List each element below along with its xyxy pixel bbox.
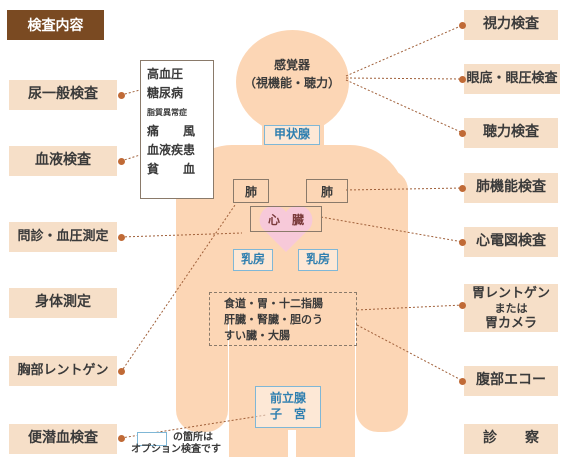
blood-item: 糖尿病 [147, 86, 184, 100]
dot-fundus [459, 76, 466, 83]
dot-abdominal-echo [459, 378, 466, 385]
body-right-arm [356, 170, 408, 432]
optional-legend-text: の箇所は オプション検査です [131, 432, 221, 456]
pill-fundus: 眼底・眼圧検査 [464, 64, 560, 94]
body-head [236, 30, 349, 134]
senses-label: 感覚器 （視機能・聴力） [238, 50, 346, 104]
legend-line-1: の箇所は [173, 432, 213, 443]
blood-item: 高血圧 [147, 67, 184, 81]
line-chest-xray [120, 204, 236, 373]
blood-item: 血液疾患 [147, 143, 196, 157]
pill-urine-test: 尿一般検査 [9, 80, 117, 110]
digest-line-1: 食道・胃・十二指腸 [224, 297, 323, 310]
body-left-arm [176, 170, 228, 432]
pill-hearing: 聴力検査 [464, 118, 558, 148]
line-fundus [345, 77, 464, 80]
senses-title: 感覚器 [273, 58, 310, 72]
line-stomach [356, 304, 464, 311]
dot-blood [118, 158, 125, 165]
senses-sub: （視機能・聴力） [243, 76, 340, 90]
thyroid-label: 甲状腺 [264, 125, 320, 145]
digestive-organs-label: 食道・胃・十二指腸 肝臓・腎臓・胆のう すい臓・大腸 [209, 292, 357, 346]
line-blood [120, 154, 141, 162]
stomach-line-2: または [494, 301, 528, 315]
pill-vision: 視力検査 [464, 10, 558, 40]
legend-line-2: オプション検査です [131, 444, 221, 455]
line-interview [120, 232, 243, 238]
pill-ecg: 心電図検査 [464, 227, 558, 257]
breast-left-label: 乳房 [233, 249, 273, 271]
dot-ecg [459, 239, 466, 246]
dot-chest-xray [118, 368, 125, 375]
blood-item: 痛 風 [147, 124, 196, 138]
pill-consultation: 診 察 [464, 424, 558, 454]
lung-left-label: 肺 [233, 179, 269, 203]
blood-items-list: 高血圧 糖尿病 脂質異常症 痛 風 血液疾患 貧 血 [140, 60, 214, 199]
pill-blood-test: 血液検査 [9, 146, 117, 176]
pill-abdominal-echo: 腹部エコー [464, 366, 558, 396]
section-title: 検査内容 [7, 10, 104, 40]
dot-lung-function [459, 185, 466, 192]
blood-item: 貧 血 [147, 162, 196, 176]
pill-lung-function: 肺機能検査 [464, 173, 558, 203]
breast-right-label: 乳房 [298, 249, 338, 271]
dot-vision [459, 22, 466, 29]
line-vision [345, 24, 464, 77]
digest-line-3: すい臓・大腸 [224, 329, 290, 342]
dot-urine [118, 92, 125, 99]
pill-chest-xray: 胸部レントゲン [9, 356, 117, 386]
dot-stomach [459, 302, 466, 309]
stomach-line-1: 胃レントゲン [471, 285, 550, 301]
blood-item: 脂質異常症 [147, 108, 187, 117]
dot-occult-blood [118, 435, 125, 442]
dot-interview [118, 234, 125, 241]
stomach-line-3: 胃カメラ [484, 315, 537, 331]
body-leg-gap [288, 430, 296, 457]
uterus-label: 子 宮 [269, 407, 306, 421]
pill-stomach: 胃レントゲン または 胃カメラ [464, 284, 558, 332]
lung-right-label: 肺 [306, 179, 348, 203]
pill-physical: 身体測定 [9, 288, 117, 318]
prostate-uterus-label: 前立腺 子 宮 [255, 386, 321, 428]
heart-label: 心 臓 [250, 206, 322, 232]
dot-hearing [459, 130, 466, 137]
prostate-label: 前立腺 [269, 391, 306, 406]
line-lung-function [345, 187, 464, 191]
line-ecg [320, 216, 464, 243]
digest-line-2: 肝臓・腎臓・胆のう [224, 313, 323, 326]
pill-occult-blood: 便潜血検査 [9, 424, 117, 454]
line-hearing [345, 79, 464, 134]
pill-interview: 問診・血圧測定 [9, 222, 117, 252]
optional-legend-swatch [137, 432, 167, 446]
line-urine [120, 89, 141, 96]
